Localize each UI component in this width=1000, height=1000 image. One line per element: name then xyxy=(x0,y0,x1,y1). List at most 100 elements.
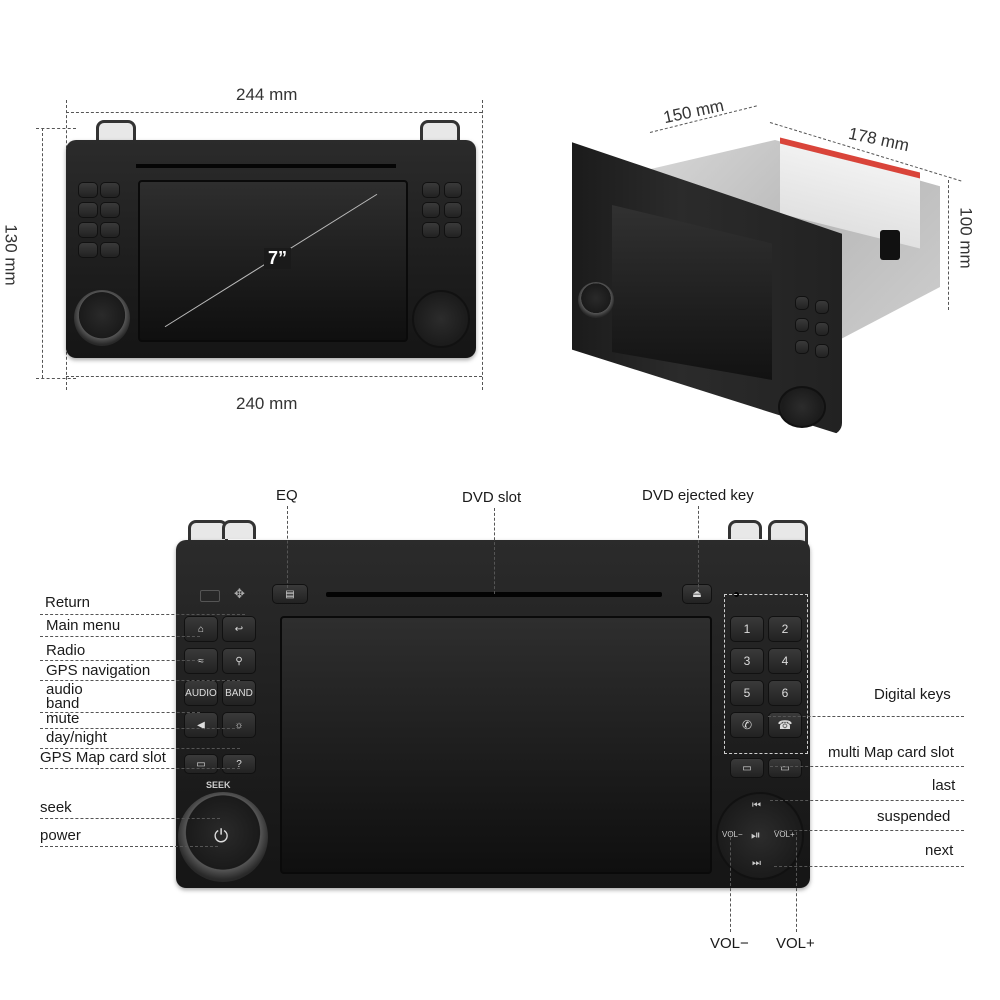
multi-map-card-slot[interactable]: ▭ xyxy=(730,758,764,778)
rear-connector xyxy=(880,230,900,260)
home-key[interactable]: ⌂ xyxy=(184,616,218,642)
callout-vol-plus-line xyxy=(796,832,797,932)
callout-vol-plus: VOL+ xyxy=(776,935,815,952)
callout-power: power xyxy=(40,827,81,844)
gps-key[interactable]: ⚲ xyxy=(222,648,256,674)
digit-key[interactable] xyxy=(444,222,462,238)
vol-minus-key-label: VOL− xyxy=(722,830,743,839)
mute-key[interactable]: ◀ xyxy=(184,712,218,738)
callout-main-menu: Main menu xyxy=(46,617,121,634)
callout-last: last xyxy=(932,777,956,794)
digit-key-5[interactable]: 5 xyxy=(730,680,764,706)
side-power-knob xyxy=(578,282,614,318)
power-knob[interactable] xyxy=(74,290,130,346)
eject-key[interactable]: ⏏ xyxy=(682,584,712,604)
mic-icon: ✥ xyxy=(234,586,245,601)
callout-eq-line xyxy=(287,506,288,588)
height-bottom-extent-line xyxy=(36,378,76,379)
band-key[interactable]: BAND xyxy=(222,680,256,706)
callout-suspended: suspended xyxy=(877,808,951,825)
height-left-label: 130 mm xyxy=(1,224,21,286)
callout-band-line xyxy=(40,712,200,713)
callout-dvd-eject-line xyxy=(698,506,699,592)
front-screen: 7” xyxy=(138,180,408,342)
callout-last-line xyxy=(770,800,964,801)
side-digit-key xyxy=(815,300,829,314)
callout-gps-map-card-slot-line xyxy=(40,768,240,769)
callout-multi-map-card-slot-line xyxy=(770,766,964,767)
radio-key[interactable] xyxy=(78,202,98,218)
callout-seek-line xyxy=(40,818,220,819)
digit-key-3[interactable]: 3 xyxy=(730,648,764,674)
eq-key[interactable]: ▤ xyxy=(272,584,308,604)
callout-mute: mute xyxy=(46,710,80,727)
callout-gps-map-card-slot: GPS Map card slot xyxy=(40,749,166,766)
height-top-extent-line xyxy=(36,128,76,129)
callout-dvd-eject: DVD ejected key xyxy=(642,487,754,504)
vol-plus-key-label: VOL+ xyxy=(774,830,795,839)
side-digit-key xyxy=(795,340,809,354)
card-slot-cover xyxy=(200,590,220,602)
audio-key[interactable]: AUDIO xyxy=(184,680,218,706)
digit-key-2[interactable]: 2 xyxy=(768,616,802,642)
call-answer-key[interactable]: ✆ xyxy=(730,712,764,738)
width-top-label: 244 mm xyxy=(236,85,298,104)
digit-key-6[interactable]: 6 xyxy=(768,680,802,706)
width-top-dimension-line xyxy=(66,112,482,113)
dvd-slot xyxy=(326,592,662,597)
callout-digital-keys-line xyxy=(768,716,964,717)
side-dpad xyxy=(778,386,826,428)
digit-key[interactable] xyxy=(444,202,462,218)
day-night-key[interactable] xyxy=(100,242,120,258)
gps-map-card-slot[interactable]: ▭ xyxy=(184,754,218,774)
side-digit-key xyxy=(795,318,809,332)
side-digit-key xyxy=(795,296,809,310)
gps-key[interactable] xyxy=(100,202,120,218)
callout-gps-navigation-line xyxy=(40,680,240,681)
radio-key[interactable]: ≈ xyxy=(184,648,218,674)
callout-eq: EQ xyxy=(276,487,298,504)
media-dpad[interactable] xyxy=(412,290,470,348)
callout-suspended-line xyxy=(774,830,964,831)
seek-label: SEEK xyxy=(206,780,231,790)
band-key[interactable] xyxy=(100,222,120,238)
digit-key[interactable] xyxy=(444,182,462,198)
callout-vol-minus: VOL− xyxy=(710,935,749,952)
day-night-key[interactable]: ☼ xyxy=(222,712,256,738)
side-digit-key xyxy=(815,344,829,358)
callout-mute-line xyxy=(40,728,240,729)
digit-key-1[interactable]: 1 xyxy=(730,616,764,642)
callout-radio-line xyxy=(40,660,200,661)
digit-key[interactable] xyxy=(422,182,440,198)
callout-dvd-slot-line xyxy=(494,508,495,594)
mount-bracket xyxy=(222,520,256,539)
play-pause-icon: ⏯ xyxy=(751,828,761,842)
callout-radio: Radio xyxy=(46,642,86,659)
gps-map-card-slot-cover[interactable]: ? xyxy=(222,754,256,774)
front-unit-body: 7” xyxy=(66,140,476,358)
last-icon: ⏮ xyxy=(752,800,761,811)
callout-next: next xyxy=(925,842,954,859)
multi-map-card-slot-cover[interactable]: ▭ xyxy=(768,758,802,778)
return-key[interactable] xyxy=(100,182,120,198)
digit-key[interactable] xyxy=(422,202,440,218)
side-digit-key xyxy=(815,322,829,336)
digit-key[interactable] xyxy=(422,222,440,238)
callout-audio: audio xyxy=(46,681,83,698)
callout-dvd-slot: DVD slot xyxy=(462,489,522,506)
digit-key-4[interactable]: 4 xyxy=(768,648,802,674)
return-key[interactable]: ↩ xyxy=(222,616,256,642)
home-key[interactable] xyxy=(78,182,98,198)
digital-keys-highlight xyxy=(724,594,808,754)
length-label: 178 mm xyxy=(846,123,911,156)
depth-label: 150 mm xyxy=(661,95,726,128)
audio-key[interactable] xyxy=(78,222,98,238)
callout-day-night-line xyxy=(40,748,240,749)
width-bottom-dimension-line xyxy=(66,376,482,377)
callout-power-line xyxy=(40,846,218,847)
height-right-label: 100 mm xyxy=(956,207,976,269)
screen-size-label: 7” xyxy=(264,248,292,269)
mute-key[interactable] xyxy=(78,242,98,258)
power-seek-knob[interactable]: ⏻ xyxy=(178,792,268,882)
mount-bracket xyxy=(728,520,762,539)
